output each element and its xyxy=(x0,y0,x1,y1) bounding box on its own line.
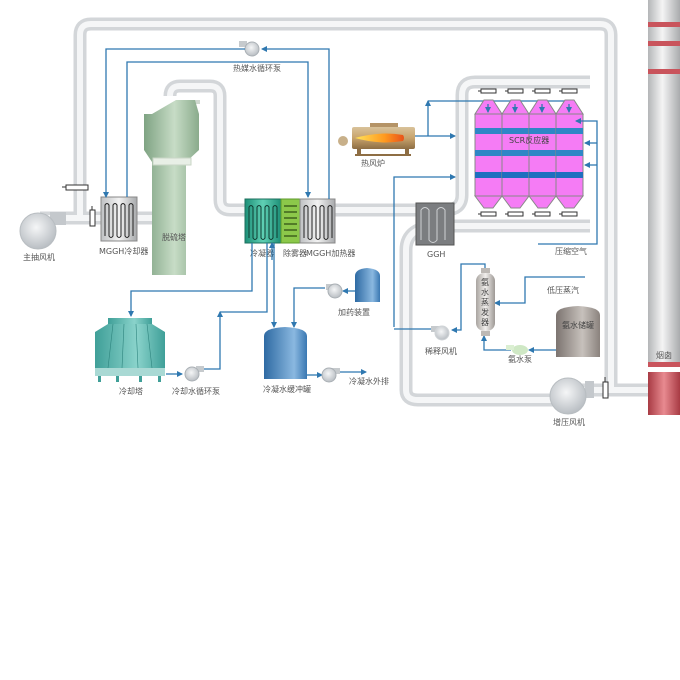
low-pressure-steam-label: 低压蒸汽 xyxy=(547,285,579,295)
scr-module xyxy=(528,88,557,217)
hot-medium-pump[interactable]: 热媒水循环泵 xyxy=(233,41,281,73)
dosing-flow-lines xyxy=(291,287,367,378)
ammonia-evaporator-char: 蒸 xyxy=(481,297,489,307)
ggh-label: GGH xyxy=(427,250,445,259)
dilution-fan[interactable]: 稀释风机 xyxy=(425,325,457,356)
valve-icon xyxy=(559,88,578,217)
main-fan-label: 主抽风机 xyxy=(23,252,55,262)
condensate-buffer-tank-label: 冷凝水缓冲罐 xyxy=(263,384,311,394)
cooling-flow-lines xyxy=(128,242,277,377)
hot-medium-pump-label: 热媒水循环泵 xyxy=(233,63,281,73)
desulfurization-tower-label: 脱硫塔 xyxy=(162,232,186,242)
condenser[interactable]: 冷凝器 xyxy=(244,198,282,258)
cooling-water-pump-label: 冷却水循环泵 xyxy=(172,386,220,396)
scr-module xyxy=(474,88,503,217)
valve-icon xyxy=(478,88,497,217)
mggh-cooler[interactable]: MGGH冷却器 xyxy=(99,196,148,256)
ammonia-evaporator-char: 水 xyxy=(481,287,489,297)
condensate-pump[interactable]: 冷凝水外排 xyxy=(321,367,389,386)
desulfurization-tower[interactable]: 脱硫塔 xyxy=(144,100,200,275)
ammonia-evaporator-char: 器 xyxy=(481,318,489,327)
demister-label: 除雾器 xyxy=(283,248,307,258)
dosing-device-label: 加药装置 xyxy=(338,307,370,317)
booster-fan[interactable]: 增压风机 xyxy=(549,377,594,427)
cooling-tower[interactable]: 冷却塔 xyxy=(95,318,165,396)
valve-icon xyxy=(62,184,96,227)
ammonia-flow-lines xyxy=(393,174,585,353)
ggh[interactable]: GGH xyxy=(415,202,455,259)
mggh-cooler-label: MGGH冷却器 xyxy=(99,246,148,256)
mggh-heater-label: MGGH加热器 xyxy=(306,248,355,258)
ammonia-pump[interactable]: 氨水泵 xyxy=(506,345,532,364)
chimney[interactable]: 烟囱 xyxy=(648,0,680,415)
scr-reactor-label: SCR反应器 xyxy=(509,135,549,145)
ammonia-pump-label: 氨水泵 xyxy=(508,354,532,364)
ammonia-evaporator-char: 发 xyxy=(481,307,489,317)
scr-module xyxy=(501,88,530,217)
compressed-air-label: 压缩空气 xyxy=(555,246,587,256)
ammonia-tank-label: 氨水储罐 xyxy=(562,320,594,330)
cooling-tower-label: 冷却塔 xyxy=(119,386,143,396)
dosing-device[interactable]: 加药装置 xyxy=(338,268,380,317)
condenser-label: 冷凝器 xyxy=(250,248,274,258)
ammonia-tank[interactable]: 氨水储罐 xyxy=(556,306,600,357)
chimney-label: 烟囱 xyxy=(656,350,672,360)
compressed-air-flow-lines: 压缩空气 xyxy=(538,118,598,256)
demister[interactable]: 除雾器 xyxy=(280,198,307,258)
dosing-pump[interactable] xyxy=(326,283,343,299)
scr-reactor[interactable]: SCR反应器 xyxy=(474,88,584,217)
booster-fan-label: 增压风机 xyxy=(553,417,585,427)
dilution-fan-label: 稀释风机 xyxy=(425,346,457,356)
cooling-water-pump[interactable]: 冷却水循环泵 xyxy=(172,366,220,396)
valve-icon xyxy=(505,88,524,217)
main-fan[interactable]: 主抽风机 xyxy=(19,212,66,262)
hot-air-furnace[interactable]: 热风炉 xyxy=(338,123,415,168)
hot-air-furnace-label: 热风炉 xyxy=(361,158,385,168)
condensate-discharge-label: 冷凝水外排 xyxy=(349,376,389,386)
furnace-flow-lines xyxy=(415,100,573,139)
mggh-heater[interactable]: MGGH加热器 xyxy=(299,198,355,258)
scr-module xyxy=(555,88,584,217)
hot-medium-flow-lines xyxy=(103,46,330,199)
ammonia-evaporator-char: 氨 xyxy=(481,277,489,287)
valve-icon xyxy=(602,377,609,399)
valve-icon xyxy=(532,88,551,217)
condensate-buffer-tank[interactable]: 冷凝水缓冲罐 xyxy=(263,327,311,394)
